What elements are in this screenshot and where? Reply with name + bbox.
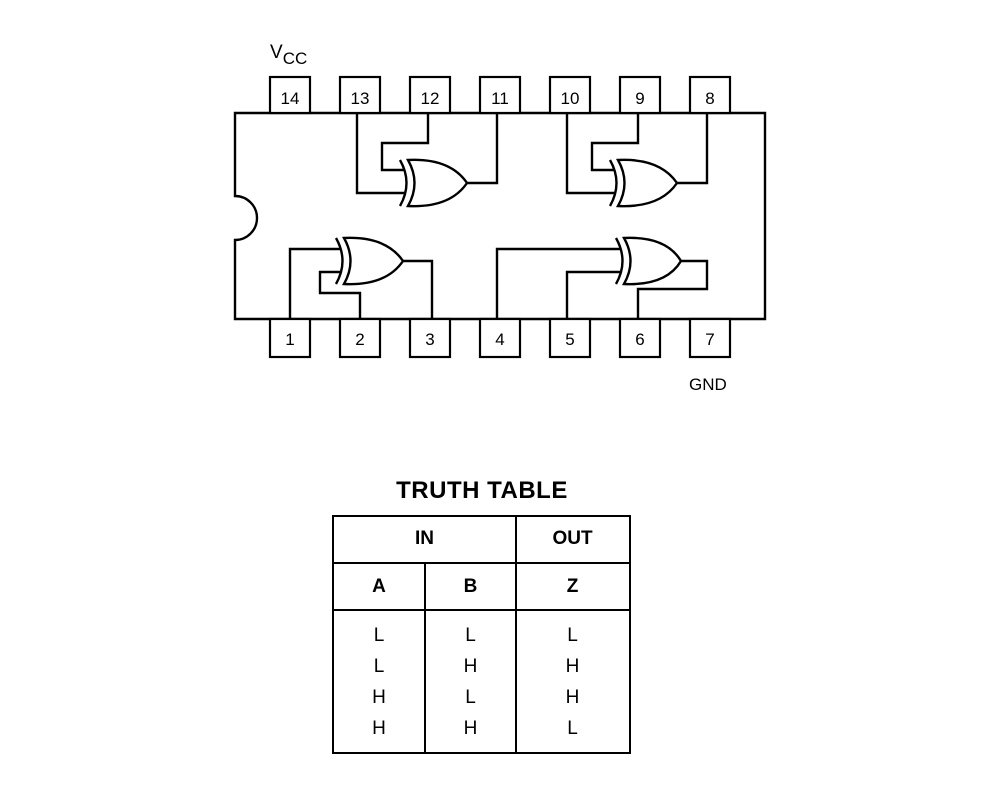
pin-label: 13 (351, 89, 370, 108)
table-cell: L (373, 625, 385, 646)
table-cell: L (373, 656, 385, 677)
pin-label: 2 (355, 330, 364, 349)
pin-4-box (478, 317, 522, 359)
wire (673, 113, 709, 185)
wire (318, 270, 362, 319)
xor-gate-bottom-right (495, 236, 709, 319)
wire (495, 247, 621, 319)
header-b: B (463, 576, 478, 597)
wire (400, 259, 434, 319)
pin-14-box (268, 75, 312, 115)
pin-label: 10 (561, 89, 580, 108)
wire (590, 113, 640, 172)
table-divider (515, 517, 517, 752)
pin-label: 1 (285, 330, 294, 349)
table-divider (424, 562, 426, 752)
table-divider (334, 609, 629, 611)
pin-10-box (548, 75, 592, 115)
top-pins: 14 13 12 11 10 9 8 (268, 75, 732, 115)
pin-label: 11 (491, 89, 509, 108)
pin-1-box (268, 317, 312, 359)
pin-label: 12 (421, 89, 440, 108)
pin-5-box (548, 317, 592, 359)
gnd-label: GND (689, 375, 727, 394)
table-cell: L (567, 718, 578, 739)
wire (636, 259, 709, 319)
xor-gate-arc (334, 237, 344, 285)
header-out: OUT (552, 528, 593, 549)
wire (380, 113, 430, 172)
xor-gate-shape (621, 236, 683, 286)
pin-label: 4 (495, 330, 504, 349)
xor-gate-arc (608, 159, 618, 207)
table-cell: H (463, 718, 478, 739)
truth-table-title: TRUTH TABLE (396, 477, 568, 504)
wire (565, 113, 615, 195)
table-cell: L (465, 625, 476, 646)
xor-gate-top-right (565, 113, 709, 208)
header-in: IN (415, 528, 434, 549)
pin-9-box (618, 75, 662, 115)
xor-gate-arc (398, 159, 408, 207)
pin-label: 3 (425, 330, 434, 349)
pin-label: 9 (635, 89, 644, 108)
table-cell: H (372, 718, 386, 739)
header-z: Z (566, 576, 579, 597)
xor-gate-shape (341, 236, 405, 286)
bottom-pins: 1 2 3 4 5 6 7 (268, 317, 732, 359)
table-cell: H (463, 656, 478, 677)
xor-gate-shape (615, 158, 679, 208)
pin-3-box (408, 317, 452, 359)
pin-7-box (688, 317, 732, 359)
pin-11-box (478, 75, 522, 115)
xor-gate-top-left (355, 113, 499, 208)
pin-6-box (618, 317, 662, 359)
wire (463, 113, 499, 185)
header-a: A (372, 576, 386, 597)
table-cell: L (567, 625, 578, 646)
xor-gate-shape (405, 158, 469, 208)
table-cell: L (465, 687, 476, 708)
wire (288, 247, 341, 319)
table-divider (334, 562, 629, 564)
table-cell: H (565, 687, 580, 708)
ic-pinout-diagram: VCC GND 14 13 12 11 10 9 8 1 2 3 4 5 6 7 (233, 42, 767, 394)
xor-gate-bottom-left (288, 236, 434, 319)
pin-8-box (688, 75, 732, 115)
truth-table: IN OUT A B Z L L L L H H H L H H H L (332, 515, 631, 754)
pin-label: 7 (705, 330, 714, 349)
pin-label: 5 (565, 330, 574, 349)
pin-label: 6 (635, 330, 644, 349)
table-cell: H (372, 687, 386, 708)
xor-gate-arc (614, 237, 624, 285)
wire (565, 270, 621, 319)
pin-12-box (408, 75, 452, 115)
vcc-label: VCC (270, 42, 307, 68)
pin-label: 14 (281, 89, 300, 108)
pin-label: 8 (705, 89, 714, 108)
pin-13-box (338, 75, 382, 115)
wire (355, 113, 405, 195)
table-cell: H (565, 656, 580, 677)
